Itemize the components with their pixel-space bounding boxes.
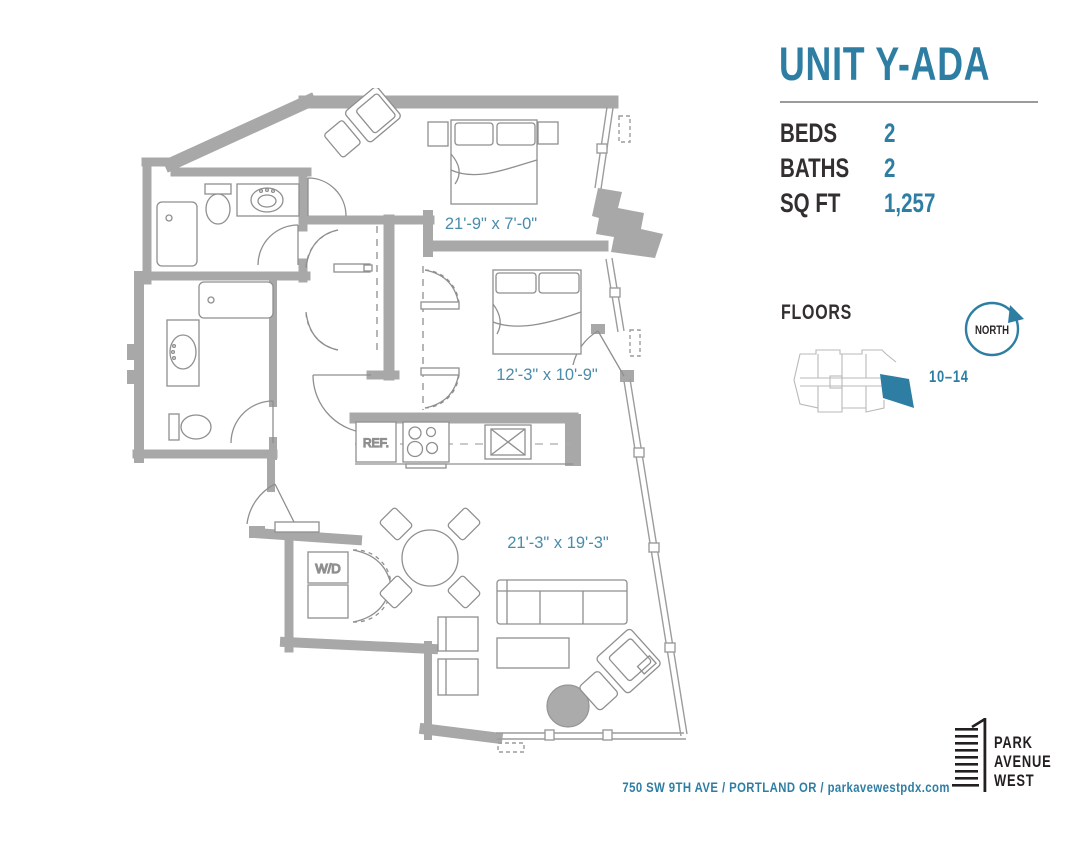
living-area-dimensions: 21'-3" x 19'-3" bbox=[507, 534, 609, 552]
washer-icon bbox=[307, 551, 349, 584]
bedroom-1-furniture bbox=[324, 88, 559, 205]
round-ottoman-icon bbox=[546, 684, 590, 728]
bathroom-1-fixtures bbox=[156, 183, 300, 267]
kitchen: REF. bbox=[355, 421, 573, 469]
dryer-icon bbox=[307, 584, 349, 619]
refrigerator-label: REF. bbox=[363, 436, 389, 450]
highlighted-unit bbox=[880, 374, 914, 408]
divider-line bbox=[780, 101, 1038, 103]
sink-icon bbox=[169, 334, 197, 370]
bedroom-2-furniture bbox=[420, 266, 582, 410]
park-avenue-west-logo-text: PARK AVENUE WEST bbox=[994, 733, 1052, 790]
park-avenue-west-logo-icon bbox=[952, 717, 987, 792]
bedroom-1-dimensions: 21'-9" x 7'-0" bbox=[445, 215, 537, 233]
dining-table-icon bbox=[401, 529, 459, 587]
refrigerator-icon bbox=[355, 421, 397, 463]
stat-row-baths: BATHS 2 bbox=[780, 151, 899, 185]
compass-pointer-icon bbox=[1008, 305, 1024, 323]
nightstand bbox=[537, 121, 559, 145]
building-keyplan bbox=[793, 349, 914, 413]
laundry-closet: W/D bbox=[307, 549, 392, 623]
console-table bbox=[274, 521, 320, 533]
baths-label: BATHS bbox=[780, 152, 850, 183]
lounge-chair-icon bbox=[579, 628, 661, 711]
bathroom-2-fixtures bbox=[166, 281, 274, 441]
floors-heading: FLOORS bbox=[781, 301, 853, 324]
north-compass: NORTH bbox=[964, 301, 1024, 357]
washer-dryer-label: W/D bbox=[315, 561, 340, 576]
hall-closet bbox=[305, 226, 378, 352]
toilet-icon bbox=[204, 183, 232, 195]
floor-plan: REF. W/D bbox=[127, 88, 688, 753]
beds-label: BEDS bbox=[780, 117, 838, 148]
bathtub-icon bbox=[156, 201, 198, 267]
sqft-value: 1,257 bbox=[884, 187, 936, 218]
compass-label: NORTH bbox=[975, 323, 1009, 337]
stat-row-beds: BEDS 2 bbox=[780, 116, 899, 150]
side-chair bbox=[437, 658, 479, 696]
living-room-furniture bbox=[274, 507, 661, 728]
stat-row-sqft: SQ FT 1,257 bbox=[780, 186, 952, 220]
window-walls bbox=[496, 106, 688, 753]
sofa-icon bbox=[496, 579, 628, 625]
baths-value: 2 bbox=[884, 152, 896, 183]
sqft-label: SQ FT bbox=[780, 187, 841, 218]
beds-value: 2 bbox=[884, 117, 896, 148]
floors-range: 10–14 bbox=[929, 367, 969, 386]
dimension-labels: 21'-9" x 7'-0" 12'-3" x 10'-9" 21'-3" x … bbox=[445, 215, 609, 552]
address-line: 750 SW 9TH AVE / PORTLAND OR / parkavewe… bbox=[622, 780, 950, 795]
walls bbox=[127, 92, 663, 745]
coffee-table-icon bbox=[496, 637, 570, 669]
closet-doors bbox=[420, 266, 460, 410]
bathtub-icon bbox=[198, 281, 274, 319]
toilet-icon bbox=[168, 413, 180, 441]
nightstand bbox=[427, 121, 449, 147]
bedroom-2-dimensions: 12'-3" x 10'-9" bbox=[496, 366, 598, 384]
stove-icon bbox=[402, 421, 450, 463]
side-chair bbox=[437, 616, 479, 652]
page-title: UNIT Y-ADA bbox=[779, 37, 991, 90]
armchair-icon bbox=[324, 88, 401, 158]
